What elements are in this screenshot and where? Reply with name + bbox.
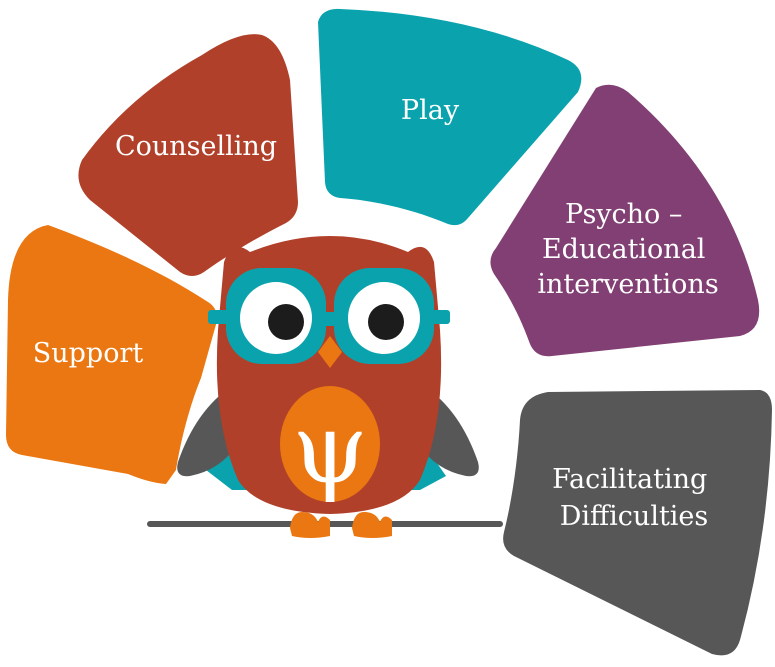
- segment-facilitating-difficulties: Facilitating Difficulties: [503, 390, 772, 656]
- segment-psycho-educational-label: Psycho – Educational interventions: [537, 199, 718, 300]
- owl-belly: [280, 386, 380, 502]
- segment-support: Support: [6, 225, 217, 484]
- segment-counselling-shape: [78, 34, 298, 276]
- owl-left-eye: [240, 282, 312, 354]
- segment-psycho-educational-shape: [490, 84, 760, 357]
- owl-glasses-arm-left: [208, 310, 230, 324]
- owl-right-foot: [352, 512, 392, 538]
- segment-psycho-educational-interventions: Psycho – Educational interventions: [490, 84, 760, 357]
- owl-beak: [318, 336, 342, 368]
- segment-play: Play: [318, 8, 582, 226]
- owl-left-eye-pupil: [268, 304, 304, 340]
- owl-right-eye: [348, 282, 420, 354]
- segment-counselling: Counselling: [78, 34, 298, 276]
- segment-facilitating-difficulties-shape: [503, 390, 772, 656]
- segment-counselling-label: Counselling: [115, 131, 277, 162]
- segment-facilitating-difficulties-label: Facilitating Difficulties: [552, 464, 716, 532]
- segment-play-label: Play: [401, 95, 460, 126]
- segment-support-label: Support: [33, 338, 144, 369]
- owl-right-eye-pupil: [368, 304, 404, 340]
- segment-support-shape: [6, 225, 217, 484]
- segment-play-shape: [318, 8, 582, 226]
- owl-psi-symbol: ψ: [292, 393, 367, 505]
- owl-mascot: ψ: [147, 236, 503, 538]
- owl-left-foot: [290, 512, 330, 538]
- owl-feet: [290, 512, 392, 538]
